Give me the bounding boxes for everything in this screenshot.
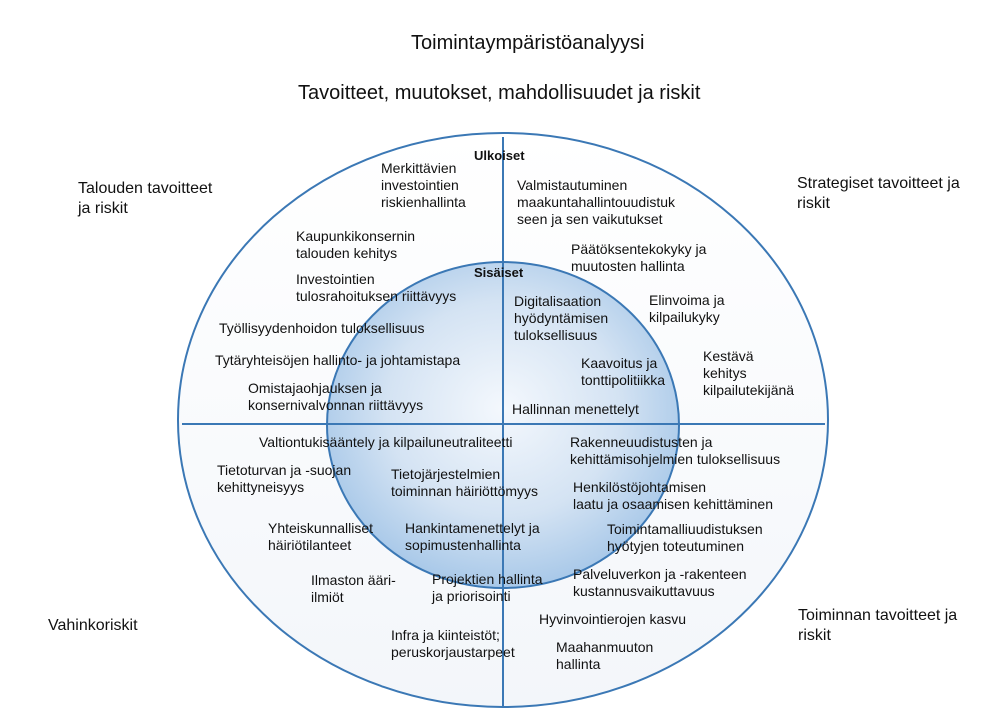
risk-item: Omistajaohjauksen ja konsernivalvonnan r… — [248, 380, 424, 413]
outer-ring-label: Ulkoiset — [474, 148, 525, 163]
risk-item: Valtiontukisääntely ja kilpailuneutralit… — [259, 434, 513, 450]
inner-ring-label: Sisäiset — [474, 265, 524, 280]
risk-item: Merkittävien investointien riskienhallin… — [381, 160, 466, 210]
risk-item: Elinvoima ja kilpailukyky — [649, 292, 725, 325]
risk-item: Päätöksentekokyky ja muutosten hallinta — [571, 241, 707, 274]
risk-item: Kestävä kehitys kilpailutekijänä — [703, 348, 795, 398]
risk-item: Rakenneuudistusten ja kehittämisohjelmie… — [570, 434, 781, 467]
risk-item: Tytäryhteisöjen hallinto- ja johtamistap… — [215, 352, 461, 368]
risk-item: Hankintamenettelyt ja sopimustenhallinta — [405, 520, 540, 553]
risk-item: Ilmaston ääri- ilmiöt — [311, 572, 396, 605]
page-subtitle: Tavoitteet, muutokset, mahdollisuudet ja… — [298, 82, 701, 104]
risk-item: Hyvinvointierojen kasvu — [539, 611, 687, 627]
risk-item: Yhteiskunnalliset häiriötilanteet — [268, 520, 374, 553]
risk-item: Projektien hallinta ja priorisointi — [432, 571, 543, 604]
risk-item: Maahanmuuton hallinta — [556, 639, 654, 672]
corner-top-right: Strategiset tavoitteet ja riskit — [797, 175, 960, 212]
risk-item: Valmistautuminen maakuntahallintouudistu… — [517, 177, 675, 227]
risk-item: Henkilöstöjohtamisen laatu ja osaamisen … — [573, 479, 774, 512]
risk-item: Toimintamalliuudistuksen hyötyjen toteut… — [607, 521, 763, 554]
risk-item: Digitalisaation hyödyntämisen tulokselli… — [514, 293, 609, 343]
corner-top-left: Talouden tavoitteet ja riskit — [78, 180, 213, 217]
risk-item: Työllisyydenhoidon tuloksellisuus — [219, 320, 425, 336]
page-title: Toimintaympäristöanalyysi — [411, 32, 645, 54]
risk-item: Infra ja kiinteistöt; peruskorjaustarpee… — [391, 627, 515, 660]
risk-item: Tietojärjestelmien toiminnan häiriöttömy… — [391, 466, 539, 499]
risk-item: Kaupunkikonsernin talouden kehitys — [296, 228, 416, 261]
corner-bottom-right: Toiminnan tavoitteet ja riskit — [798, 607, 958, 644]
risk-item: Palveluverkon ja -rakenteen kustannusvai… — [573, 566, 747, 599]
risk-item: Hallinnan menettelyt — [512, 401, 639, 417]
risk-item: Kaavoitus ja tonttipolitiikka — [581, 355, 666, 388]
risk-item: Investointien tulosrahoituksen riittävyy… — [296, 271, 457, 304]
risk-item: Tietoturvan ja -suojan kehittyneisyys — [217, 462, 352, 495]
corner-bottom-left: Vahinkoriskit — [48, 617, 138, 634]
